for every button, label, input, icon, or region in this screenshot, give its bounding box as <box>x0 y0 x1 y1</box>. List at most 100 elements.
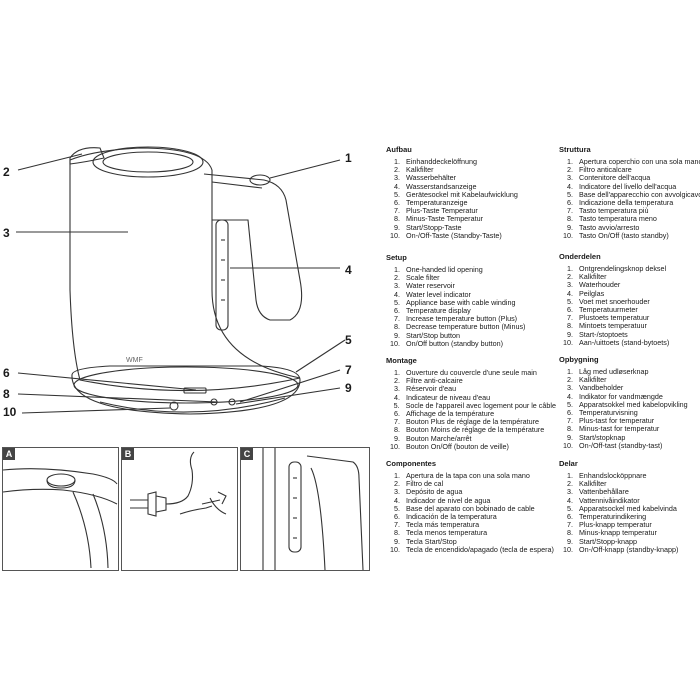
item-number: 7. <box>394 206 400 216</box>
callout-4: 4 <box>345 263 352 277</box>
list-item: 4.Wasserstandsanzeige <box>386 182 556 191</box>
list-item: 7. Tasto temperatura più <box>559 206 700 216</box>
item-number: 7. <box>394 417 400 427</box>
list-item: 2.Filtro de cal <box>386 479 556 488</box>
item-number: 5. <box>393 400 400 410</box>
water-level-window <box>215 219 229 331</box>
item-text: Tasto temperatura più <box>579 206 649 216</box>
item-text: Minus-Taste Temperatur <box>406 214 483 224</box>
item-number: 10. <box>563 440 573 450</box>
item-number: 1. <box>567 367 573 376</box>
list-item: 7.Plustoets temperatuur <box>559 313 700 322</box>
list-item: 3.Depósito de agua <box>386 488 556 496</box>
list-item: 3.Contenitore dell'acqua <box>559 174 700 182</box>
item-text: Minus-tast for temperatur <box>579 424 660 434</box>
list-item: 10.On/Off button (standby button) <box>386 338 556 348</box>
item-text: Apparatsockel med kabelvinda <box>579 503 677 513</box>
item-number: 4. <box>567 288 573 298</box>
callout-3: 3 <box>3 226 10 240</box>
list-item: 8. Bouton Moins de réglage de la températ… <box>386 426 556 434</box>
item-number: 7. <box>567 416 573 426</box>
item-text: Gerätesockel mit Kabelaufwicklung <box>406 189 518 199</box>
list-item: 6.Indicación de la temperatura <box>386 512 556 521</box>
item-number: 6. <box>567 407 573 417</box>
item-number: 6. <box>567 511 573 521</box>
list-item: 8.Minus-knapp temperatur <box>559 529 700 537</box>
list-item: 6.Temperaturvisning <box>559 407 700 417</box>
item-number: 9. <box>394 433 400 443</box>
item-text: Base dell'apparecchio con avvolgicavo <box>579 189 700 199</box>
item-text: On-/Off-tast (standby-tast) <box>579 440 663 450</box>
item-number: 10. <box>563 337 573 347</box>
item-text: Apparatsokkel med kabelopvikling <box>579 399 688 409</box>
list-item: 6.Temperatuurmeter <box>559 304 700 314</box>
item-number: 10. <box>390 338 400 348</box>
item-number: 1. <box>567 471 573 480</box>
item-text: Start/Stop button <box>406 330 460 340</box>
item-number: 8. <box>394 528 400 538</box>
item-text: Temperatuurmeter <box>579 304 638 314</box>
panel-label-a: A <box>3 448 15 460</box>
list-item: 10.On-/Off-Taste (Standby-Taste) <box>386 231 556 240</box>
logo: WMF <box>126 357 143 364</box>
list-item: 6.Indicazione della temperatura <box>559 198 700 207</box>
item-number: 3. <box>394 173 400 183</box>
detail-panel-b: B <box>121 447 238 571</box>
kettle-illustration: WMF <box>16 146 346 415</box>
list-item: 5.Voet met snoerhouder <box>559 297 700 306</box>
list-item: 10.Bouton On/Off (bouton de veille) <box>386 441 556 451</box>
item-number: 3. <box>394 281 400 291</box>
section-struttura: Struttura 1.Apertura coperchio con una s… <box>559 145 700 240</box>
list-item: 3.Wasserbehälter <box>386 174 556 182</box>
item-number: 2. <box>567 165 573 175</box>
kettle-body <box>69 160 301 392</box>
list-item: 5.Base del aparato con bobinado de cable <box>386 503 556 513</box>
item-text: Base del aparato con bobinado de cable <box>406 503 535 513</box>
list-item: 7.Increase temperature button (Plus) <box>386 314 556 323</box>
item-number: 8. <box>567 214 573 224</box>
item-text: Affichage de la température <box>406 408 495 418</box>
list-item: 1.Ouverture du couvercle d'une seule mai… <box>386 368 556 377</box>
list-item: 4.Water level indicator <box>386 290 556 299</box>
list-item: 5.Socle de l'appareil avec logement pour… <box>386 400 556 410</box>
section-title: Montage <box>386 356 417 365</box>
item-number: 1. <box>394 265 400 274</box>
item-text: Bouton Moins de réglage de la températur… <box>406 425 545 435</box>
item-number: 8. <box>394 425 400 435</box>
item-text: Bouton On/Off (bouton de veille) <box>406 441 509 451</box>
item-number: 4. <box>394 392 400 402</box>
list-item: 9.Start/Stopp-knapp <box>559 536 700 546</box>
lid-opening <box>92 146 204 178</box>
list-item: 10.Tecla de encendido/apagado (tecla de … <box>386 545 556 554</box>
item-number: 8. <box>394 214 400 224</box>
callout-6: 6 <box>3 366 10 380</box>
item-number: 9. <box>567 536 573 546</box>
item-text: Kalkfilter <box>579 272 607 282</box>
list-item: 5. Apparatsockel med kabelvinda <box>559 503 700 513</box>
item-text: Bouton Plus de réglage de la température <box>406 417 540 427</box>
item-text: Decrease temperature button (Minus) <box>406 322 526 332</box>
list-item: 8.Mintoets temperatuur <box>559 322 700 330</box>
section-title: Struttura <box>559 145 591 154</box>
list-item: 9.Start/Stop button <box>386 330 556 340</box>
item-number: 2. <box>567 479 573 489</box>
section-title: Aufbau <box>386 145 412 154</box>
item-number: 5. <box>567 503 573 513</box>
list-item: 3.Waterhouder <box>559 281 700 289</box>
item-number: 1. <box>394 368 400 377</box>
item-number: 7. <box>567 206 573 216</box>
item-number: 2. <box>394 165 400 175</box>
section-montage: Montage 1.Ouverture du couvercle d'une s… <box>386 356 556 451</box>
list-item: 6.Affichage de la température <box>386 408 556 418</box>
item-text: Indicatore del livello dell'acqua <box>579 181 677 191</box>
on-off-button <box>169 401 179 411</box>
panel-label-b: B <box>122 448 134 460</box>
item-number: 2. <box>394 376 400 386</box>
item-text: Appliance base with cable winding <box>406 297 516 307</box>
item-text: Tecla menos temperatura <box>406 528 488 538</box>
item-text: Kalkfilter <box>579 479 607 489</box>
